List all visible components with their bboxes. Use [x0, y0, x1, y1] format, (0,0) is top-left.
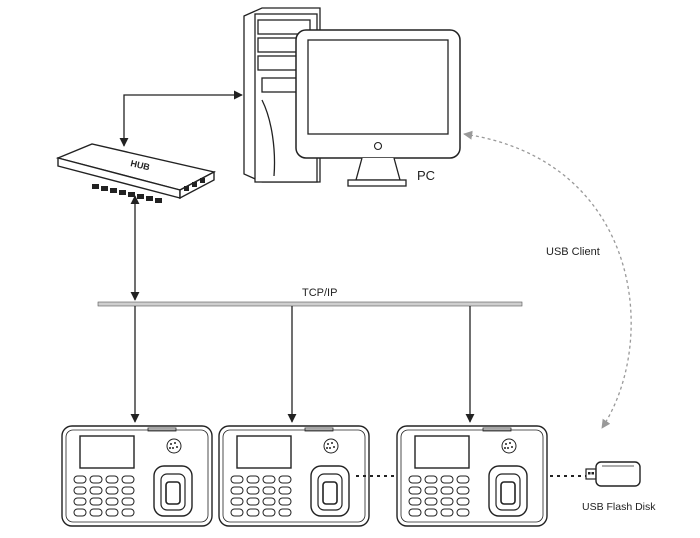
- usb-flash-disk-icon: [585, 461, 641, 487]
- terminal-device-2: [218, 425, 370, 527]
- terminal-device-1: [61, 425, 213, 527]
- usb-client-link: [463, 130, 632, 429]
- hub-to-pc-link: [119, 90, 243, 147]
- usb-client-label: USB Client: [546, 246, 600, 258]
- pc-label: PC: [417, 168, 435, 183]
- usb-flash-disk-label: USB Flash Disk: [582, 501, 656, 513]
- hub-label: HUB: [130, 158, 152, 172]
- pc-monitor-icon: [295, 29, 461, 187]
- tcpip-bus: [97, 301, 523, 307]
- hub-icon: [55, 143, 216, 203]
- tcpip-label: TCP/IP: [302, 287, 337, 299]
- terminal-device-3: [396, 425, 548, 527]
